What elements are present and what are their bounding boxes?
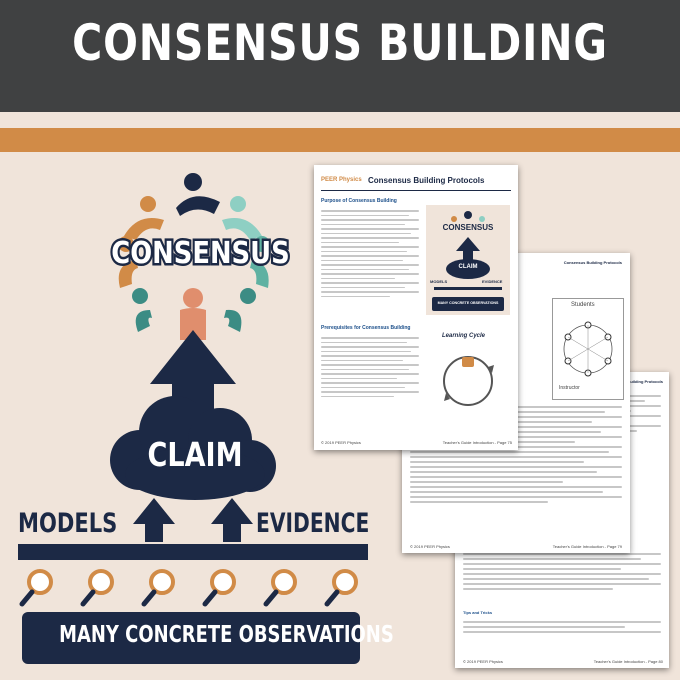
doc1-inset-consensus-graphic: CONSENSUS CLAIM MODELS EVIDENCE MANY CON… xyxy=(426,205,510,315)
page3-section: Tips and Tricks xyxy=(463,610,493,615)
doc1-title: Consensus Building Protocols xyxy=(368,176,485,185)
page2-footer-left: © 2019 PEER Physics xyxy=(410,544,450,549)
people-circle-icon xyxy=(118,173,270,340)
page2-footer-right: Teacher's Guide Introduction - Page 79 xyxy=(552,544,622,549)
inset-models-label: MODELS xyxy=(430,279,448,284)
document-page-1: PEER Physics Consensus Building Protocol… xyxy=(314,165,518,450)
cycle-title: Learning Cycle xyxy=(442,333,486,339)
doc1-section1: Purpose of Consensus Building xyxy=(321,198,397,204)
doc1-footer-right: Teacher's Guide Introduction - Page 75 xyxy=(442,440,512,445)
inset-consensus-label: CONSENSUS xyxy=(442,223,494,232)
seating-diagram: Students Instructor xyxy=(552,298,624,400)
evidence-label: EVIDENCE xyxy=(256,508,370,539)
page-title: CONSENSUS BUILDING xyxy=(72,14,608,72)
doc1-learning-cycle: Learning Cycle xyxy=(424,331,512,415)
inset-evidence-label: EVIDENCE xyxy=(482,279,503,284)
page3-footer-left: © 2019 PEER Physics xyxy=(463,659,503,664)
inset-claim-label: CLAIM xyxy=(458,264,478,270)
page3-header: Consensus Building Protocols xyxy=(604,379,663,384)
doc1-brand: PEER Physics xyxy=(321,177,362,183)
orange-stripe xyxy=(0,128,680,152)
doc1-footer-left: © 2019 PEER Physics xyxy=(321,440,361,445)
claim-cloud xyxy=(110,396,276,500)
inset-observations-label: MANY CONCRETE OBSERVATIONS xyxy=(437,301,499,305)
models-label: MODELS xyxy=(18,508,118,539)
doc1-section2: Prerequisites for Consensus Building xyxy=(321,325,411,331)
diagram-instructor-label: Instructor xyxy=(559,385,580,391)
page3-footer-right: Teacher's Guide Introduction - Page 80 xyxy=(593,659,663,664)
consensus-label: CONSENSUS xyxy=(109,234,292,274)
consensus-graphic xyxy=(18,173,368,664)
claim-label: CLAIM xyxy=(147,435,243,474)
page2-header: Consensus Building Protocols xyxy=(563,260,622,265)
observations-label: MANY CONCRETE OBSERVATIONS xyxy=(59,622,394,648)
header-banner xyxy=(0,0,680,112)
diagram-students-label: Students xyxy=(571,302,595,308)
magnifier-icons xyxy=(27,569,358,595)
